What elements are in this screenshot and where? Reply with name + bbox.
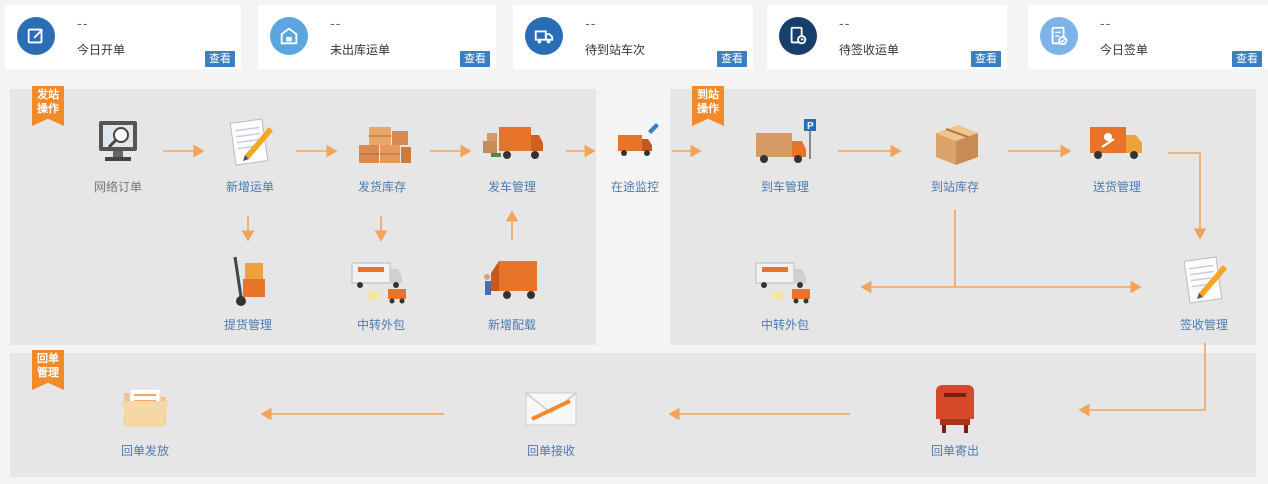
stat-card-unshipped: -- 未出库运单 查看 — [258, 5, 496, 69]
view-today-orders-button[interactable]: 查看 — [205, 51, 235, 67]
cardboard-box-icon — [936, 125, 978, 165]
monitor-truck-icon — [618, 123, 659, 156]
stat-icon-circle — [525, 17, 563, 55]
node-transit-monitor[interactable]: 在途监控 — [590, 114, 680, 195]
stat-icon-circle — [1040, 17, 1078, 55]
hand-truck-icon — [233, 256, 265, 306]
depart-ribbon: 发站 操作 — [32, 86, 64, 126]
van-loading-icon — [484, 261, 537, 299]
node-transfer-out-arrive[interactable]: 中转外包 — [740, 252, 830, 333]
node-label: 送货管理 — [1092, 180, 1141, 194]
folder-documents-icon — [122, 388, 168, 427]
node-new-waybill[interactable]: 新增运单 — [205, 114, 295, 195]
stat-card-pending-arrival: -- 待到站车次 查看 — [513, 5, 753, 69]
edit-icon — [27, 28, 44, 44]
stat-icon-circle — [779, 17, 817, 55]
node-receipt-receive[interactable]: 回单接收 — [506, 378, 596, 459]
node-ship-stock[interactable]: 发货库存 — [337, 114, 427, 195]
node-label: 到车管理 — [760, 180, 809, 194]
node-label: 回单接收 — [526, 444, 575, 458]
document-clock-icon — [790, 26, 807, 45]
node-label: 新增运单 — [225, 180, 274, 194]
view-pending-arrival-button[interactable]: 查看 — [717, 51, 747, 67]
notepad-pencil-icon — [229, 118, 273, 166]
node-pickup[interactable]: 提货管理 — [203, 252, 293, 333]
node-receipt-release[interactable]: 回单发放 — [100, 378, 190, 459]
stat-icon-circle — [270, 17, 308, 55]
view-pending-sign-button[interactable]: 查看 — [971, 51, 1001, 67]
stat-label: 今日签单 — [1100, 43, 1149, 57]
stat-card-today-signed: -- 今日签单 查看 — [1028, 5, 1268, 69]
node-label: 发车管理 — [487, 180, 536, 194]
node-transfer-out-depart[interactable]: 中转外包 — [336, 252, 426, 333]
node-online-order[interactable]: 网络订单 — [73, 114, 163, 195]
delivery-truck-icon — [1090, 127, 1142, 159]
receipt-management-panel — [10, 353, 1256, 477]
stat-count: -- — [77, 17, 89, 32]
node-label: 中转外包 — [760, 318, 809, 332]
node-new-stowage[interactable]: 新增配载 — [467, 252, 557, 333]
stat-card-pending-sign: -- 待签收运单 查看 — [767, 5, 1007, 69]
computer-search-icon — [99, 121, 137, 161]
node-delivery[interactable]: 送货管理 — [1072, 114, 1162, 195]
stat-count: -- — [585, 17, 597, 32]
stat-label: 今日开单 — [77, 43, 126, 57]
envelope-icon — [525, 392, 577, 426]
view-unshipped-button[interactable]: 查看 — [460, 51, 490, 67]
node-label: 提货管理 — [223, 318, 272, 332]
stat-count: -- — [330, 17, 342, 32]
node-label: 新增配载 — [487, 318, 536, 332]
node-receipt-send[interactable]: 回单寄出 — [910, 378, 1000, 459]
stat-label: 待到站车次 — [585, 43, 646, 57]
stat-label: 待签收运单 — [839, 43, 900, 57]
node-dispatch[interactable]: 发车管理 — [467, 114, 557, 195]
stat-count: -- — [839, 17, 851, 32]
node-label: 签收管理 — [1179, 318, 1228, 332]
node-label: 发货库存 — [357, 180, 406, 194]
stat-count: -- — [1100, 17, 1112, 32]
node-label: 在途监控 — [610, 180, 659, 194]
parked-truck-icon: P — [756, 119, 816, 163]
mailbox-icon — [936, 385, 974, 433]
node-label: 网络订单 — [93, 180, 142, 194]
view-today-signed-button[interactable]: 查看 — [1232, 51, 1262, 67]
document-check-icon — [1051, 26, 1068, 46]
node-label: 回单寄出 — [930, 444, 979, 458]
svg-text:P: P — [807, 121, 814, 132]
node-label: 回单发放 — [120, 444, 169, 458]
node-arrival-stock[interactable]: 到站库存 — [910, 114, 1000, 195]
stat-label: 未出库运单 — [330, 43, 391, 57]
notepad-pencil-icon — [1183, 256, 1227, 304]
warehouse-icon — [280, 27, 298, 45]
node-sign[interactable]: 签收管理 — [1159, 252, 1249, 333]
stat-card-today-orders: -- 今日开单 查看 — [5, 5, 241, 69]
node-label: 到站库存 — [930, 180, 979, 194]
loading-truck-icon — [483, 127, 543, 159]
stacked-boxes-icon — [359, 127, 411, 163]
node-arrival[interactable]: P 到车管理 — [740, 114, 830, 195]
transfer-trucks-icon — [755, 262, 810, 304]
node-label: 中转外包 — [356, 318, 405, 332]
truck-icon — [534, 30, 554, 44]
transfer-trucks-icon — [351, 262, 406, 304]
stat-icon-circle — [17, 17, 55, 55]
